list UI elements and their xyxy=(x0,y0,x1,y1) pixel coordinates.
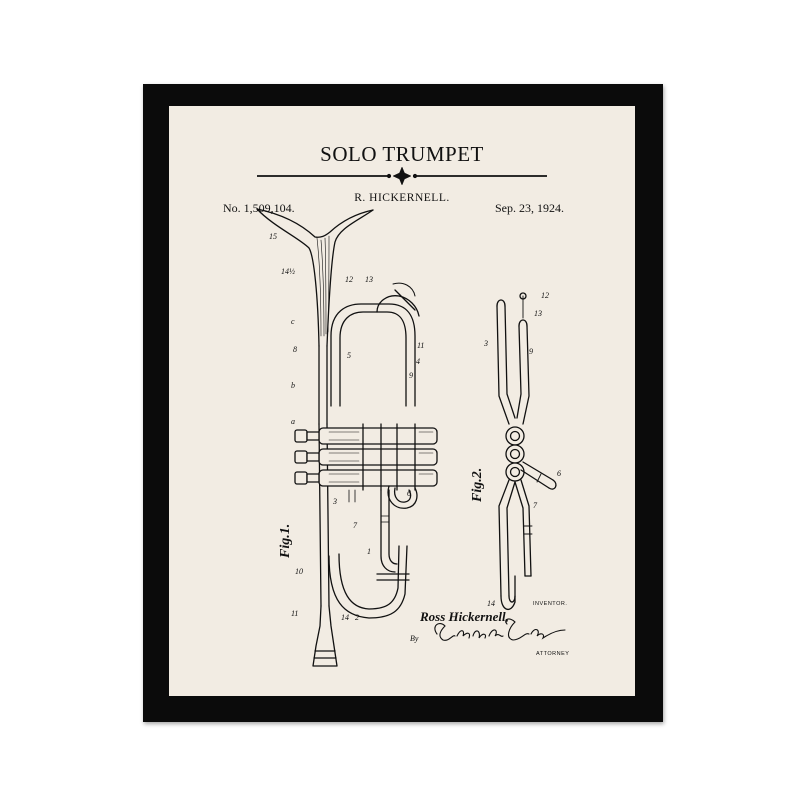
svg-text:7: 7 xyxy=(533,501,538,510)
svg-text:14: 14 xyxy=(341,613,349,622)
attorney-caption: ATTORNEY xyxy=(536,651,570,657)
inventor-heading: R. HICKERNELL. xyxy=(354,192,450,204)
svg-text:3: 3 xyxy=(483,339,488,348)
svg-text:3: 3 xyxy=(332,497,337,506)
signature-image xyxy=(434,618,566,641)
picture-frame: 15 14½ c 8 b a 12 13 11 4 5 9 3 6 7 10 1… xyxy=(143,84,663,722)
svg-text:14½: 14½ xyxy=(281,267,295,276)
inventor-caption: INVENTOR. xyxy=(533,601,568,607)
svg-text:11: 11 xyxy=(417,341,424,350)
svg-text:b: b xyxy=(291,381,295,390)
trumpet-drawing xyxy=(256,208,438,667)
svg-text:14: 14 xyxy=(487,599,495,608)
ornament-star-icon xyxy=(257,166,547,186)
patent-art: 15 14½ c 8 b a 12 13 11 4 5 9 3 6 7 10 1… xyxy=(169,106,635,696)
fig1-reference-numbers: 15 14½ c 8 b a 12 13 11 4 5 9 3 6 7 10 1… xyxy=(269,232,424,622)
svg-text:5: 5 xyxy=(347,351,351,360)
svg-text:4: 4 xyxy=(416,357,420,366)
svg-text:c: c xyxy=(291,317,295,326)
svg-text:7: 7 xyxy=(353,521,358,530)
svg-text:13: 13 xyxy=(534,309,542,318)
svg-text:9: 9 xyxy=(409,371,413,380)
patent-date: Sep. 23, 1924. xyxy=(495,201,564,215)
inventor-name: Ross Hickernell, xyxy=(420,609,509,624)
patent-number: No. 1,509,104. xyxy=(223,201,295,215)
svg-text:6: 6 xyxy=(407,489,411,498)
svg-text:10: 10 xyxy=(295,567,303,576)
svg-text:12: 12 xyxy=(345,275,353,284)
svg-text:8: 8 xyxy=(293,345,297,354)
svg-text:13: 13 xyxy=(365,275,373,284)
tubing-drawing xyxy=(496,292,557,610)
svg-text:15: 15 xyxy=(269,232,277,241)
by-label: By xyxy=(410,634,419,643)
svg-text:9: 9 xyxy=(529,347,533,356)
svg-text:2: 2 xyxy=(355,613,359,622)
svg-text:1: 1 xyxy=(367,547,371,556)
svg-text:12: 12 xyxy=(541,291,549,300)
page-title: SOLO TRUMPET xyxy=(320,142,484,166)
svg-text:11: 11 xyxy=(291,609,298,618)
svg-text:6: 6 xyxy=(557,469,561,478)
svg-text:a: a xyxy=(291,417,295,426)
patent-mat: 15 14½ c 8 b a 12 13 11 4 5 9 3 6 7 10 1… xyxy=(169,106,635,696)
fig2-reference-numbers: 3 12 13 9 6 7 14 xyxy=(483,291,561,608)
